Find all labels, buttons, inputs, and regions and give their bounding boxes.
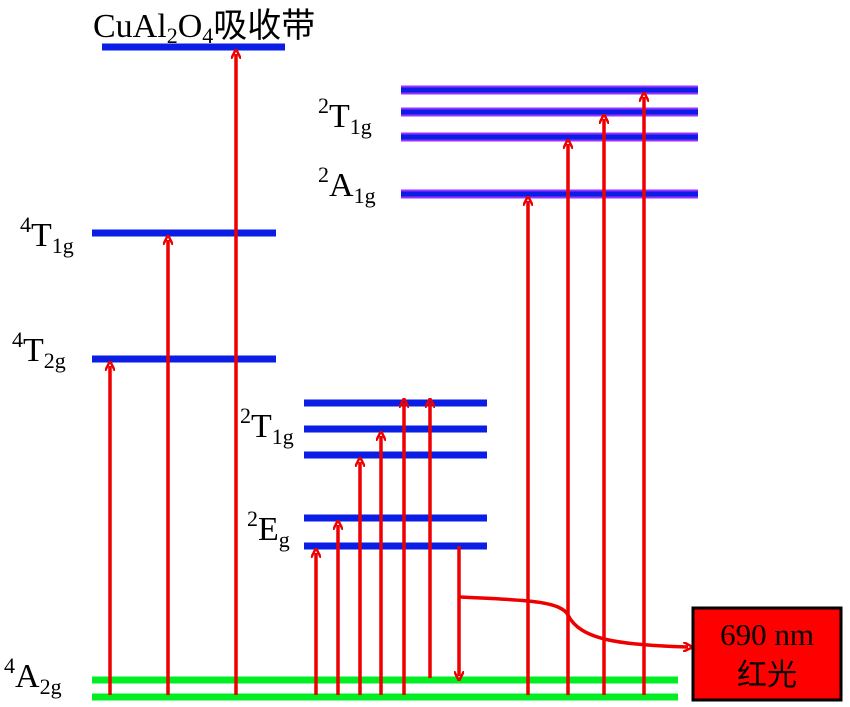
emission-box: [691, 606, 843, 702]
label-2eg: 2Eg: [247, 506, 290, 552]
label-2t1g-right: 2T1g: [318, 93, 372, 139]
label-4t2g: 4T2g: [12, 327, 66, 373]
label-2a1g: 2A1g: [318, 162, 376, 208]
label-2t1g-mid: 2T1g: [240, 403, 294, 449]
cual2o4-absorption-band-label: CuAl2O4吸收带: [93, 6, 315, 48]
emission-curve-to-box: [458, 595, 688, 647]
label-4t1g: 4T1g: [20, 212, 74, 258]
emission-wavelength-label: 690 nm: [720, 617, 814, 652]
emission-red-light-label: 红光: [737, 658, 797, 693]
label-4a2g: 4A2g: [4, 653, 62, 699]
